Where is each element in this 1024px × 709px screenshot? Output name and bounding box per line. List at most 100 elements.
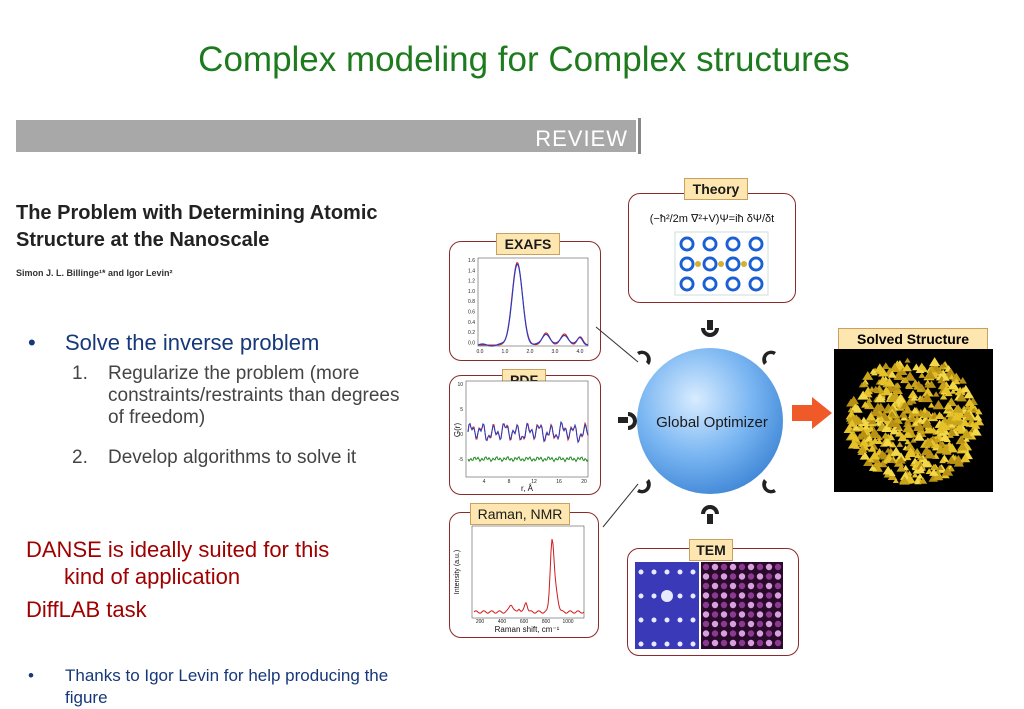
cluster-polyhedron [951, 411, 962, 421]
cluster-polyhedron [912, 420, 919, 426]
cluster-polyhedron [883, 471, 891, 478]
cluster-polyhedron [961, 384, 971, 393]
lattice-dot [720, 630, 728, 637]
cluster-polyhedron [881, 431, 890, 439]
cluster-polyhedron [926, 380, 937, 388]
cluster-polyhedron [889, 363, 901, 373]
lattice-dot [729, 582, 737, 590]
cluster-polyhedron [933, 471, 944, 481]
cluster-polyhedron [902, 405, 913, 414]
lattice-ring [748, 276, 764, 292]
lattice-dot [729, 601, 737, 609]
cluster-polyhedron [875, 438, 883, 444]
cluster-polyhedron [893, 417, 901, 423]
theory-lattice [679, 236, 764, 292]
exafs-tag: EXAFS [496, 233, 560, 255]
diffraction-spot [677, 641, 683, 647]
lattice-dot [711, 630, 719, 637]
cluster-polyhedron [878, 415, 885, 421]
lattice-dot [711, 573, 719, 580]
cluster-polyhedron [868, 464, 878, 471]
lattice-dot [747, 630, 755, 637]
tem-diffraction-spots [638, 569, 696, 647]
cluster-polyhedron [923, 424, 935, 434]
lattice-dot [747, 582, 755, 590]
lattice-dot [738, 563, 746, 571]
review-label: REVIEW [535, 126, 628, 151]
cluster-polyhedron [887, 418, 898, 428]
cluster-polyhedron [910, 406, 920, 414]
lattice-dot [765, 582, 773, 590]
cluster-polyhedron [869, 450, 881, 460]
cluster-polyhedron [896, 464, 906, 472]
cluster-polyhedron [913, 447, 922, 455]
cluster-polyhedron [943, 402, 953, 410]
cluster-polyhedron [857, 390, 869, 400]
exafs-y-tick: 0.4 [468, 320, 475, 326]
raman-tag: Raman, NMR [470, 503, 570, 525]
cluster-polyhedron [964, 412, 975, 421]
cluster-polyhedron [874, 363, 886, 373]
cluster-polyhedron [948, 466, 955, 472]
cluster-polyhedron [958, 377, 967, 384]
cluster-polyhedron [960, 428, 973, 439]
cluster-polyhedron [863, 386, 873, 395]
raman-x-tick: 800 [542, 619, 551, 625]
cluster-polyhedron [904, 371, 916, 381]
cluster-polyhedron [939, 432, 951, 442]
diffraction-spot [677, 569, 683, 575]
raman-plot-area [471, 525, 585, 619]
cluster-polyhedron [892, 478, 899, 484]
cluster-polyhedron [941, 447, 952, 455]
cluster-polyhedron [865, 412, 876, 421]
socket-bottom-stem [707, 514, 713, 524]
exafs-y-tick: 1.2 [468, 279, 475, 285]
cluster-polyhedron [859, 451, 871, 460]
lattice-dot [747, 639, 755, 647]
lattice-dot [774, 639, 782, 647]
lattice-dot [702, 573, 710, 580]
cluster-polyhedron [971, 421, 981, 429]
cluster-polyhedron [877, 375, 889, 385]
diffraction-spot [677, 617, 683, 623]
lattice-dot [711, 639, 719, 647]
cluster-polyhedron [906, 400, 914, 406]
cluster-polyhedron [973, 413, 983, 421]
cluster-polyhedron [928, 402, 935, 408]
cluster-polyhedron [857, 444, 868, 453]
lattice-atom [718, 261, 724, 267]
lattice-dot [711, 582, 719, 590]
lattice-dot [720, 582, 728, 590]
cluster-polyhedron [938, 419, 948, 427]
socket-lower-left [637, 479, 651, 494]
cluster-polyhedron [919, 477, 928, 484]
cluster-polyhedron [869, 368, 877, 374]
review-banner: REVIEW [16, 120, 636, 152]
pdf-x-tick: 8 [508, 479, 511, 485]
socket-left [628, 412, 637, 430]
exafs-y-tick: 0.6 [468, 310, 475, 316]
lattice-dot [774, 582, 782, 590]
cluster-polyhedron [913, 384, 920, 390]
tem-tag: TEM [689, 539, 733, 561]
pdf-y-tick: -5 [459, 457, 464, 463]
exafs-plot-area [477, 257, 589, 347]
lattice-ring [679, 256, 695, 272]
lattice-dot [720, 592, 728, 599]
cluster-polyhedron [902, 429, 913, 438]
pdf-x-tick: 12 [531, 479, 537, 485]
lattice-dot [702, 620, 710, 628]
lattice-dot [765, 611, 773, 618]
cluster-polyhedron [866, 397, 873, 403]
tem-diffraction-image [635, 562, 699, 649]
cluster-polyhedron [924, 449, 936, 459]
pdf-x-tick: 16 [556, 479, 562, 485]
lattice-dot [711, 601, 719, 609]
lattice-ring [725, 256, 741, 272]
cluster-polyhedron [847, 431, 858, 440]
lattice-dot [756, 630, 764, 637]
diffraction-spot [690, 593, 696, 599]
cluster-polyhedron [927, 365, 937, 373]
cluster-polyhedron [963, 403, 971, 410]
exafs-y-tick: 1.4 [468, 268, 475, 274]
